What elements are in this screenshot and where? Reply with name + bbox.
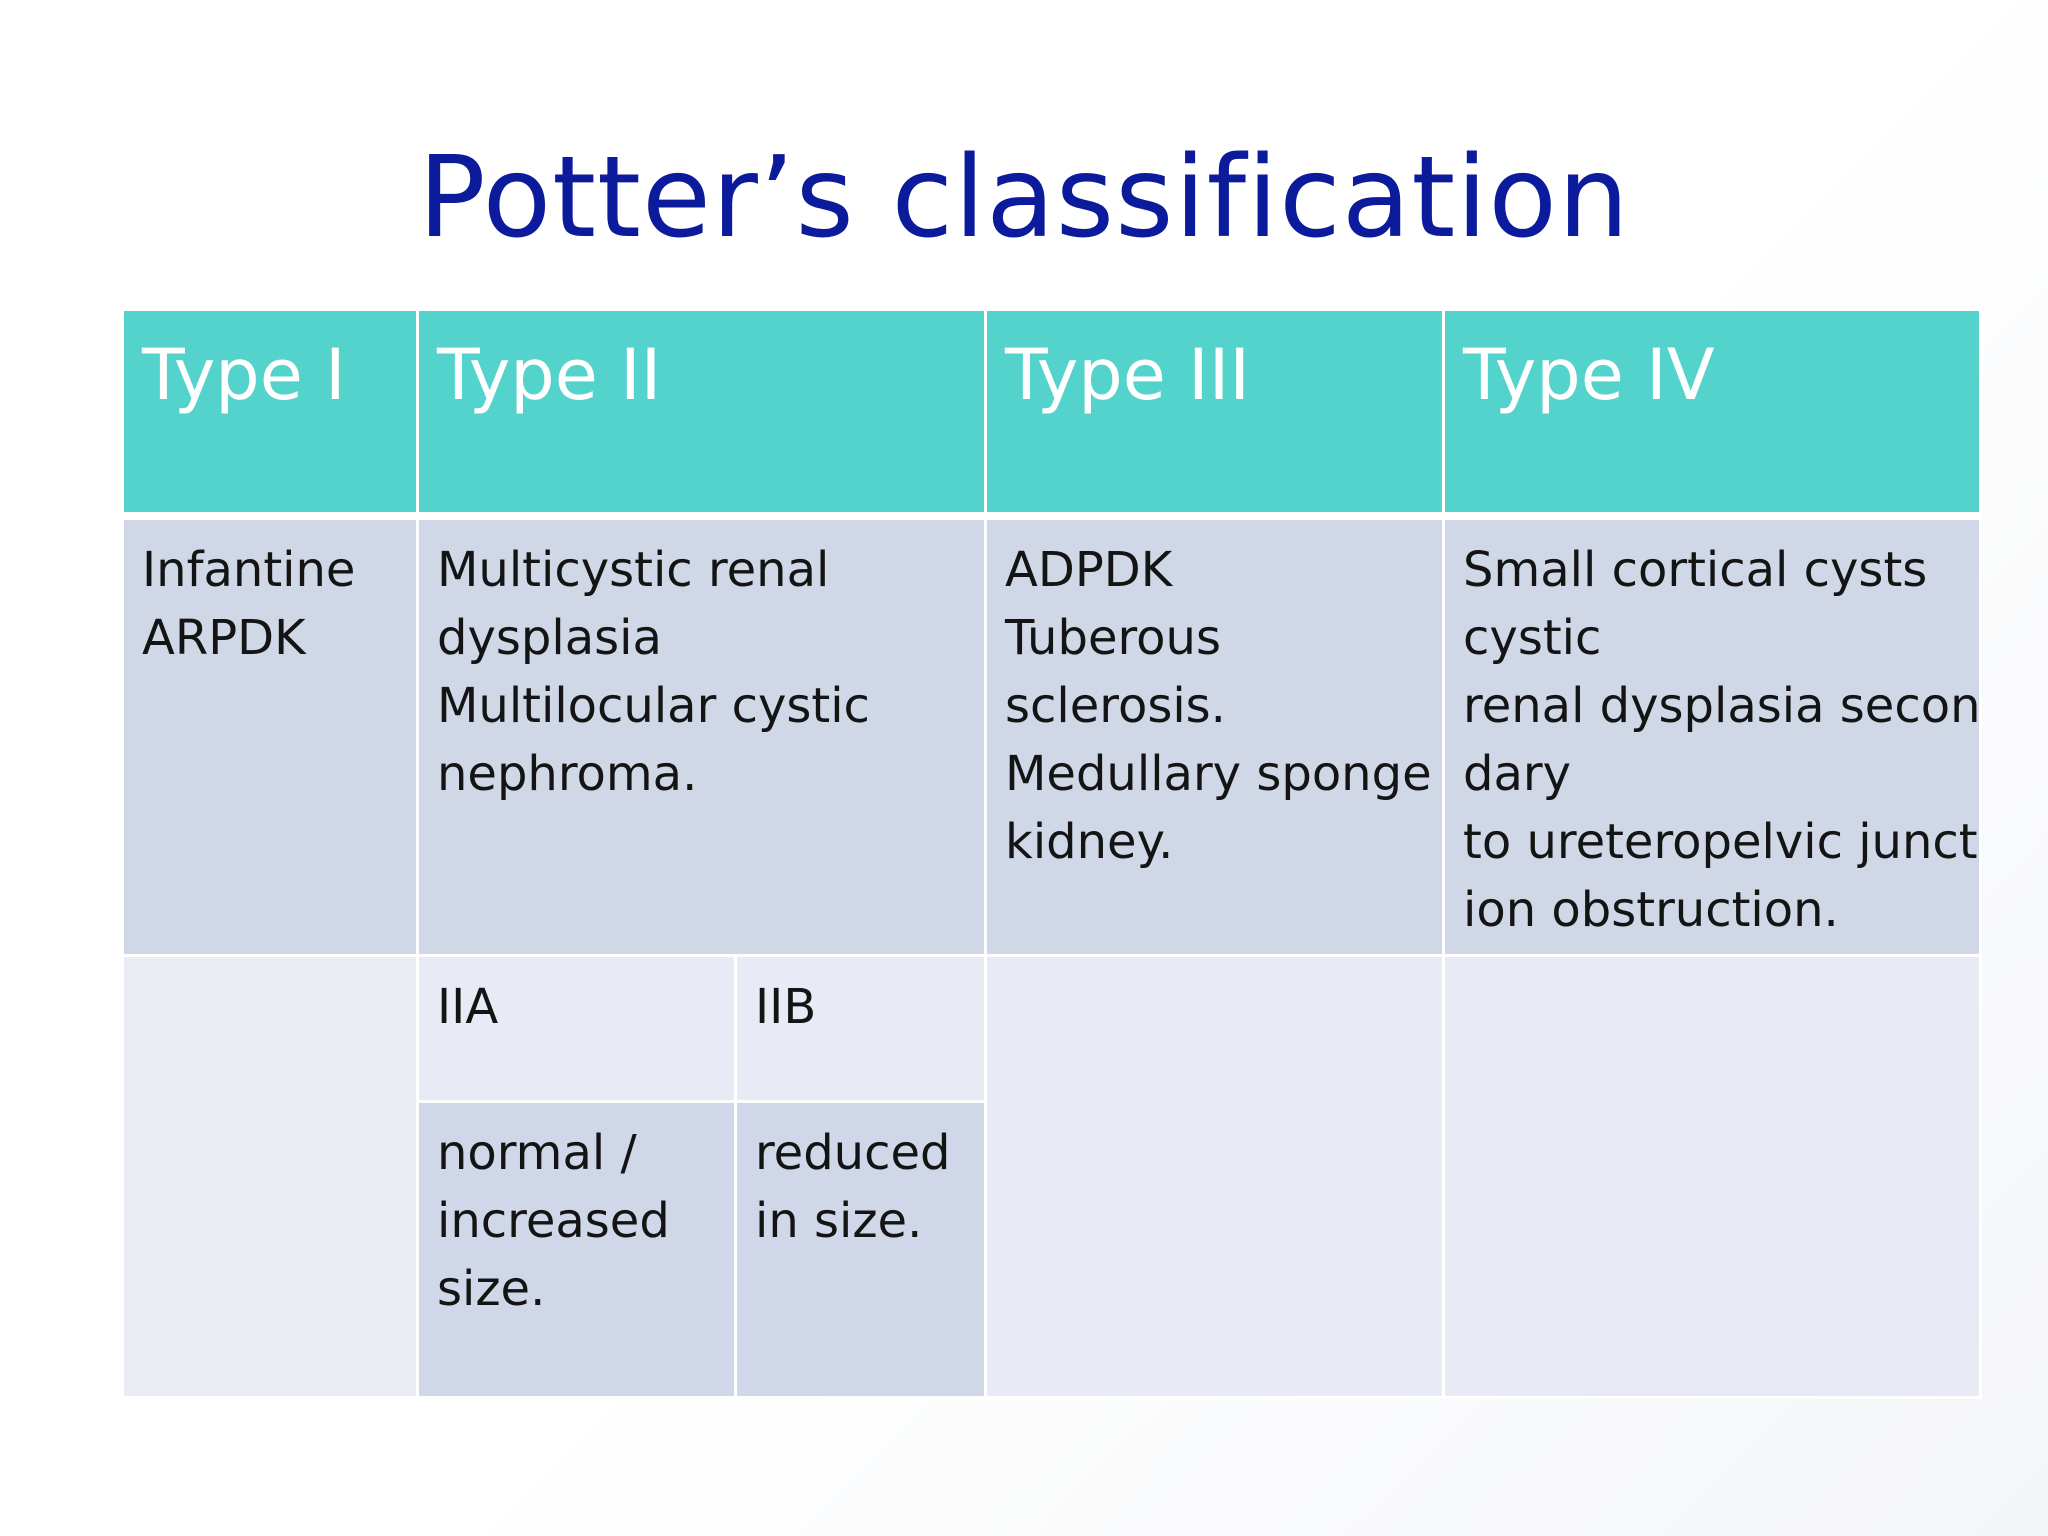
text-line: nephroma. xyxy=(437,745,698,802)
text-line: ARPDK xyxy=(142,609,306,666)
subtype-iia-description: normal / increased size. xyxy=(416,1100,737,1399)
text-line: Infantine xyxy=(142,541,356,598)
type-4-empty-cell xyxy=(1442,954,1983,1399)
subtype-description-row: normal / increased size. reduced in size… xyxy=(123,1100,1981,1399)
header-type-4: Type IV xyxy=(1442,308,1983,520)
text-line: dary xyxy=(1463,745,1572,802)
text-line: sclerosis. xyxy=(1005,677,1226,734)
subtype-label-row: IIA IIB xyxy=(121,954,1983,1399)
subtype-iib-description: reduced in size. xyxy=(733,1100,988,1399)
header-type-1: Type I xyxy=(121,308,419,520)
text-line: Multilocular cystic xyxy=(437,677,870,734)
type-3-empty-cell xyxy=(984,954,1446,1399)
type-3-description: ADPDK Tuberous sclerosis. Medullary spon… xyxy=(984,514,1446,957)
type-1-description: Infantine ARPDK xyxy=(121,514,419,957)
description-row: Infantine ARPDK Multicystic renal dyspla… xyxy=(121,514,1983,957)
subtype-iib-label: IIB xyxy=(733,954,988,1103)
subtype-iia-label: IIA xyxy=(416,954,737,1103)
text-line: to ureteropelvic junct xyxy=(1463,813,1978,870)
slide-title: Potter’s classification xyxy=(418,133,1630,263)
text-line: size. xyxy=(437,1261,546,1317)
text-line: in size. xyxy=(755,1193,923,1249)
type-1-empty-cell xyxy=(121,954,419,1399)
text-line: Multicystic renal xyxy=(437,541,830,598)
text-line: kidney. xyxy=(1005,813,1174,870)
table-header-row: Type I Type II Type III Type IV xyxy=(121,308,1983,520)
text-line: ion obstruction. xyxy=(1463,881,1839,938)
text-line: reduced xyxy=(755,1125,951,1181)
text-line: normal / xyxy=(437,1125,637,1181)
type-2-description: Multicystic renal dysplasia Multilocular… xyxy=(415,514,988,957)
text-line: dysplasia xyxy=(437,609,662,666)
text-line: Medullary sponge xyxy=(1005,745,1432,802)
header-type-3: Type III xyxy=(984,308,1446,520)
text-line: Small cortical cysts xyxy=(1463,541,1928,598)
text-line: renal dysplasia secon xyxy=(1463,677,1981,734)
type-4-description: Small cortical cysts cystic renal dyspla… xyxy=(1442,514,1983,957)
text-line: ADPDK xyxy=(1005,541,1173,598)
header-type-2: Type II xyxy=(415,308,988,520)
text-line: Tuberous xyxy=(1005,609,1221,666)
text-line: cystic xyxy=(1463,609,1602,666)
classification-table: Type I Type II Type III Type IV Infantin… xyxy=(121,308,1983,1399)
text-line: increased xyxy=(437,1193,670,1249)
